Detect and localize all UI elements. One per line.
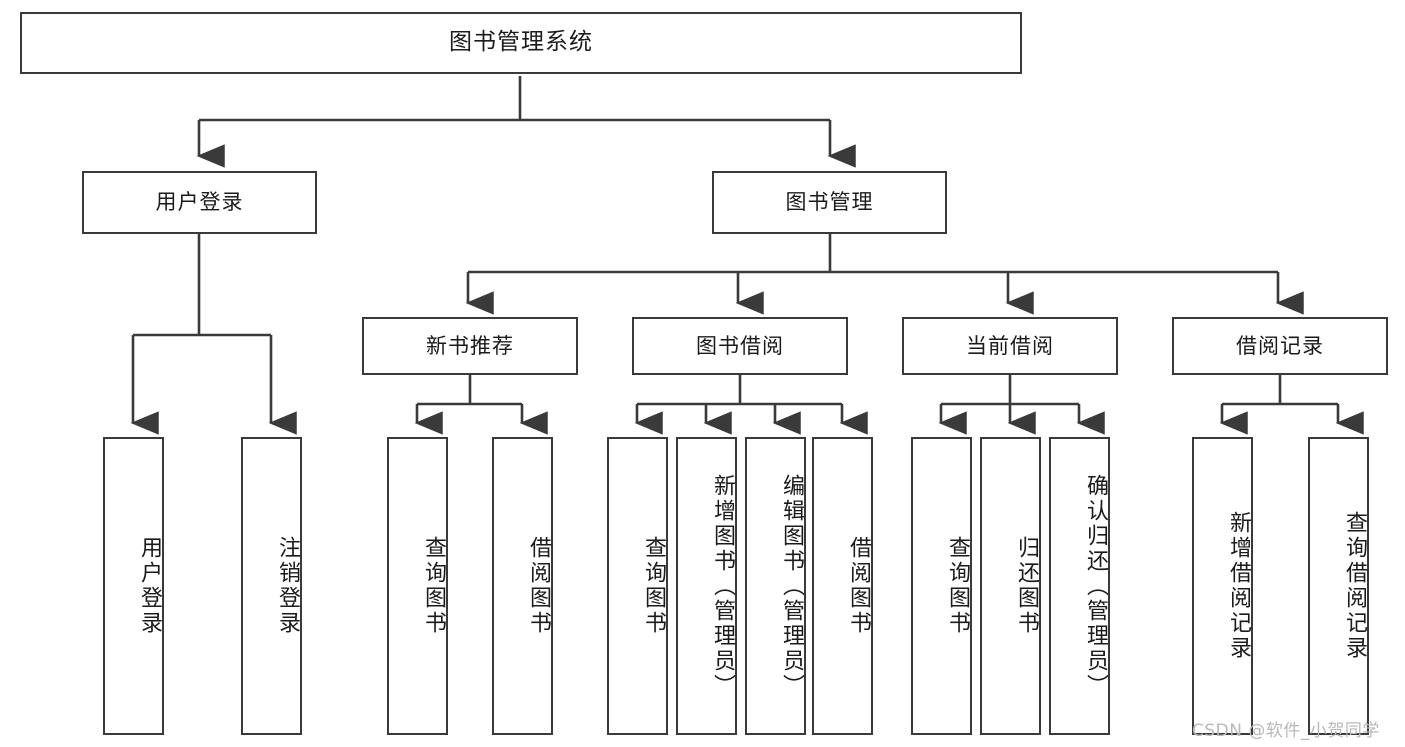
leaf-confirm-return-admin[interactable]: 确认归还（管理员）: [1049, 437, 1110, 735]
node-book-management[interactable]: 图书管理: [712, 171, 947, 234]
leaf-user-logout[interactable]: 注销登录: [241, 437, 302, 735]
node-borrow-record[interactable]: 借阅记录: [1172, 317, 1388, 375]
node-root-system[interactable]: 图书管理系统: [20, 12, 1022, 74]
leaf-edit-book-admin[interactable]: 编辑图书（管理员）: [745, 437, 806, 735]
leaf-query-book-current[interactable]: 查询图书: [911, 437, 972, 735]
node-user-login[interactable]: 用户登录: [82, 171, 317, 234]
node-book-borrow[interactable]: 图书借阅: [632, 317, 848, 375]
leaf-query-book-borrow[interactable]: 查询图书: [607, 437, 668, 735]
node-current-borrow[interactable]: 当前借阅: [902, 317, 1118, 375]
leaf-query-borrow-record[interactable]: 查询借阅记录: [1308, 437, 1369, 735]
leaf-query-book-recommend[interactable]: 查询图书: [387, 437, 448, 735]
leaf-add-book-admin[interactable]: 新增图书（管理员）: [676, 437, 737, 735]
leaf-user-login[interactable]: 用户登录: [103, 437, 164, 735]
leaf-return-book[interactable]: 归还图书: [980, 437, 1041, 735]
leaf-borrow-book[interactable]: 借阅图书: [812, 437, 873, 735]
node-new-book-recommend[interactable]: 新书推荐: [362, 317, 578, 375]
leaf-borrow-book-recommend[interactable]: 借阅图书: [492, 437, 553, 735]
leaf-add-borrow-record[interactable]: 新增借阅记录: [1192, 437, 1253, 735]
